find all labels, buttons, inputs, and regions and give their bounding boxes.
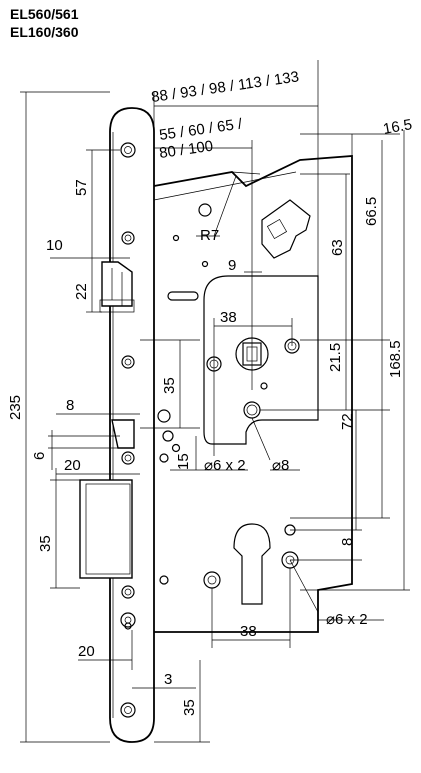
dim-hole-6x2-lower: ⌀6 x 2 (326, 611, 368, 628)
model-label-1: EL560/561 (10, 6, 79, 22)
dim-22: 22 (73, 283, 90, 300)
dim-hole-6x2-upper: ⌀6 x 2 (204, 457, 246, 474)
dim-20-lower: 20 (78, 643, 95, 660)
dim-backset-top: 88 / 93 / 98 / 113 / 133 (150, 68, 300, 106)
dim-57: 57 (73, 179, 90, 196)
dim-38-upper: 38 (220, 309, 237, 326)
dim-66-5: 66.5 (363, 197, 380, 226)
dim-faceplate-offset: 16.5 (382, 116, 414, 138)
dim-20-upper: 20 (64, 457, 81, 474)
dim-hole-8: ⌀8 (272, 457, 289, 474)
dim-72: 72 (339, 413, 356, 430)
dim-35-mid: 35 (161, 377, 178, 394)
dim-35-bolt: 35 (37, 535, 54, 552)
dim-square-9: 9 (228, 257, 236, 274)
dim-35-bottom: 35 (181, 699, 198, 716)
dim-8-deadlatch: 8 (66, 397, 74, 414)
dim-168-5: 168.5 (387, 340, 404, 378)
dimension-lines (20, 60, 410, 743)
model-label-2: EL160/360 (10, 24, 79, 40)
dim-radius: R7 (200, 227, 219, 244)
dim-15: 15 (175, 453, 192, 470)
dim-8-cylinder: 8 (339, 538, 356, 546)
dim-63: 63 (329, 239, 346, 256)
dim-38-lower: 38 (240, 623, 257, 640)
latch-bolt (99, 261, 135, 313)
deadlatch (111, 419, 135, 449)
dim-overall-height: 235 (7, 395, 24, 420)
dead-bolt (79, 479, 133, 579)
dim-10: 10 (46, 237, 63, 254)
dim-21-5: 21.5 (327, 343, 344, 372)
dim-6: 6 (31, 452, 48, 460)
dim-3: 3 (164, 671, 172, 688)
faceplate (109, 107, 155, 743)
